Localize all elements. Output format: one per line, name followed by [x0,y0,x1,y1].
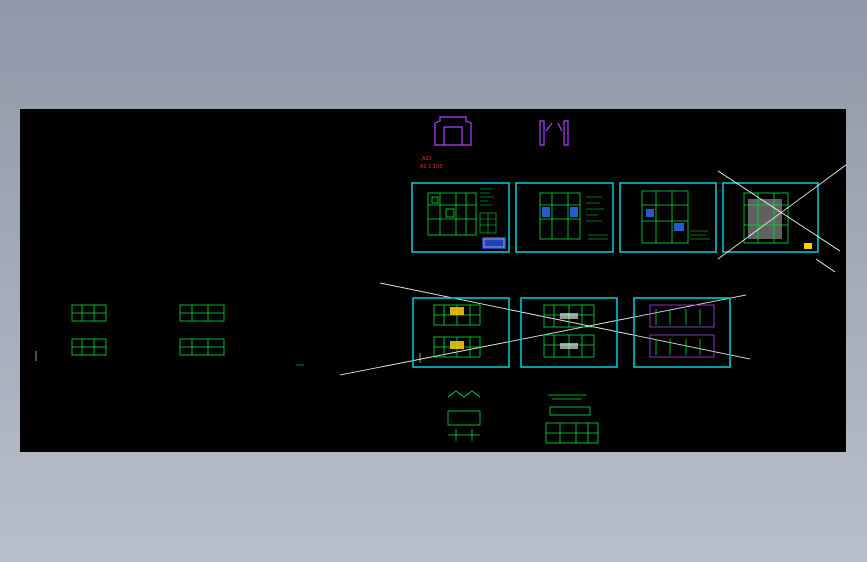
elevation-sheet-1[interactable] [412,297,510,368]
cad-drawing: A22 A1 1:100 [35,116,846,444]
floor-plan-sheet-2[interactable] [515,182,614,253]
left-detail-2[interactable] [179,304,225,356]
floor-plan-sheet-4[interactable] [722,182,819,253]
red-annotation-title: A22 [422,156,432,162]
left-detail-1[interactable] [71,304,107,356]
purple-symbol-armchair [434,116,472,146]
detail-drawing-2[interactable] [545,394,599,444]
red-annotation-subtitle: A1 1:100 [420,164,443,170]
cad-drawing-canvas[interactable]: A22 A1 1:100 [20,109,846,452]
purple-symbol-door-pair [539,120,569,146]
section-sheet-3[interactable] [633,297,731,368]
construction-lines [339,164,846,376]
elevation-sheet-2[interactable] [520,297,618,368]
floor-plan-sheet-3[interactable] [619,182,717,253]
floor-plan-sheet-1[interactable] [411,182,510,253]
detail-drawing-1[interactable] [447,390,481,441]
